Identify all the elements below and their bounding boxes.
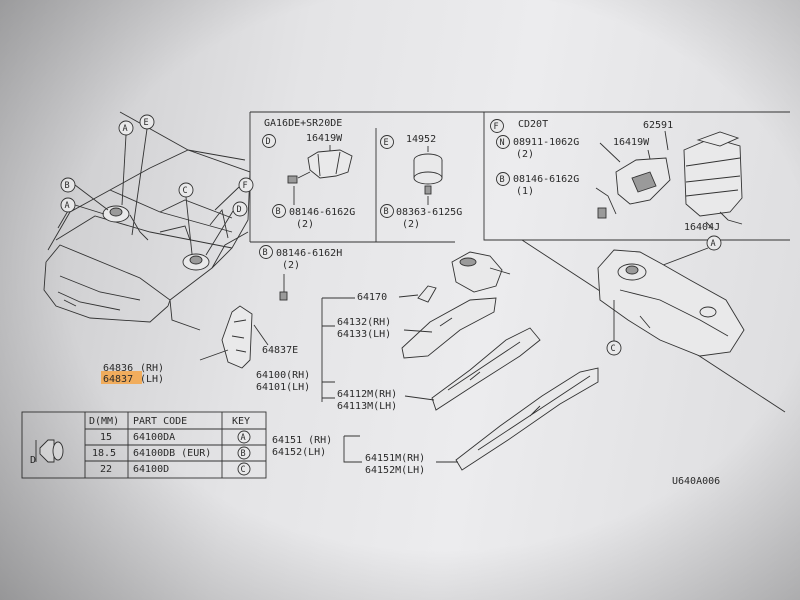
detail-engine-mount: A C	[597, 235, 745, 357]
part-64132: 64132(RH)	[337, 317, 391, 328]
bolt-marker-e	[380, 204, 394, 218]
car-front-illustration	[43, 111, 251, 331]
diagram-id: U640A006	[672, 476, 720, 487]
section-d-key	[262, 134, 276, 148]
section-e: E 14952 B 08363-6125G (2)	[380, 134, 462, 230]
table-row-3-d: 22	[100, 464, 112, 475]
center-parts: 64170 64132(RH) 64133(LH) 64112M(RH) 641…	[256, 251, 599, 476]
bolt-08363-6125g-qty: (2)	[402, 219, 420, 230]
table-row-1-d: 15	[100, 432, 112, 443]
nut-08911-1062g: 08911-1062G	[513, 137, 579, 148]
part-16404j: 16404J	[684, 222, 720, 233]
table-row-1-key: A	[241, 433, 246, 443]
bolt-08146-6162h-label: 08146-6162H	[276, 248, 342, 259]
bolt-marker-h-label: B	[263, 248, 268, 258]
bolt-marker-e-label: B	[384, 207, 389, 217]
table-header-key: KEY	[232, 416, 250, 427]
section-f-key	[490, 119, 504, 133]
bracket-area: B 08146-6162H (2) 64836 (RH) 64837 (LH) …	[101, 245, 342, 385]
part-code-table: D D(MM) PART CODE KEY 15 64100DA A 18.5 …	[21, 411, 267, 479]
table-row-2-key: B	[241, 449, 246, 459]
callout-a-left-label: A	[65, 201, 70, 211]
detail-callout-a	[706, 235, 722, 251]
callout-c-label: C	[183, 186, 188, 196]
part-64133: 64133(LH)	[337, 329, 391, 340]
bolt-08363-6125g: 08363-6125G	[396, 207, 462, 218]
callout-f	[238, 177, 254, 193]
detail-callout-c-label: C	[611, 344, 616, 354]
part-62591: 62591	[643, 120, 673, 131]
part-64836-number: 64836	[103, 363, 133, 374]
bolt-08146-6162h-qty: (2)	[282, 260, 300, 271]
part-16419w-d: 16419W	[306, 133, 343, 144]
part-64101: 64101(LH)	[256, 382, 310, 393]
nut-marker-f-label: N	[500, 138, 505, 148]
bolt-marker-d-label: B	[276, 207, 281, 217]
callout-b-label: B	[65, 181, 70, 191]
part-64113m: 64113M(LH)	[337, 401, 397, 412]
part-16419w-f: 16419W	[613, 137, 650, 148]
bolt-08146-6162g-d: 08146-6162G	[289, 207, 355, 218]
bolt-marker-f-label: B	[500, 175, 505, 185]
part-64152: 64152(LH)	[272, 447, 326, 458]
section-e-key	[380, 135, 394, 149]
nut-08911-1062g-qty: (2)	[516, 149, 534, 160]
callout-d	[232, 201, 248, 217]
table-row-2-d: 18.5	[92, 448, 116, 459]
callout-a-top-label: A	[123, 124, 128, 134]
part-64837-side: (LH)	[140, 374, 164, 385]
section-f-title: CD20T	[518, 119, 548, 130]
bolt-marker-f	[496, 172, 510, 186]
bolt-08146-6162g-f: 08146-6162G	[513, 174, 579, 185]
nut-marker-f	[496, 135, 510, 149]
table-row-1-code: 64100DA	[133, 432, 175, 443]
part-14952: 14952	[406, 134, 436, 145]
table-header-d: D(MM)	[89, 416, 119, 427]
callout-f-label: F	[243, 181, 248, 191]
highlight-64837	[101, 371, 142, 384]
bolt-marker-d	[272, 204, 286, 218]
callout-d-label: D	[237, 205, 242, 215]
bolt-marker-h	[259, 245, 273, 259]
detail-callout-a-label: A	[711, 239, 716, 249]
part-64836-side: (RH)	[140, 363, 164, 374]
part-64100: 64100(RH)	[256, 370, 310, 381]
part-64152m: 64152M(LH)	[365, 465, 425, 476]
table-row-2-code: 64100DB (EUR)	[133, 448, 211, 459]
table-header-part-code: PART CODE	[133, 416, 187, 427]
section-f: F CD20T N 08911-1062G (2) 16419W 62591 B…	[490, 119, 743, 233]
callout-e-label: E	[144, 118, 149, 128]
table-row-3-key: C	[241, 465, 246, 475]
part-64170: 64170	[357, 292, 387, 303]
part-64151m: 64151M(RH)	[365, 453, 425, 464]
car-callouts: A E B A C F D	[60, 114, 254, 256]
section-d: GA16DE+SR20DE D 16419W B 08146-6162G (2)	[262, 118, 355, 230]
part-64112m: 64112M(RH)	[337, 389, 397, 400]
section-d-title: GA16DE+SR20DE	[264, 118, 342, 129]
part-64837-number: 64837	[103, 374, 133, 385]
bolt-08146-6162g-d-qty: (2)	[296, 219, 314, 230]
table-d-symbol: D	[30, 455, 36, 466]
part-64837e: 64837E	[262, 345, 298, 356]
bolt-08146-6162g-f-qty: (1)	[516, 186, 534, 197]
part-64151: 64151 (RH)	[272, 435, 332, 446]
section-f-key-label: F	[494, 122, 499, 132]
section-d-key-label: D	[266, 137, 271, 147]
section-e-key-label: E	[384, 138, 389, 148]
grommet-icon	[35, 439, 64, 463]
table-row-3-code: 64100D	[133, 464, 169, 475]
